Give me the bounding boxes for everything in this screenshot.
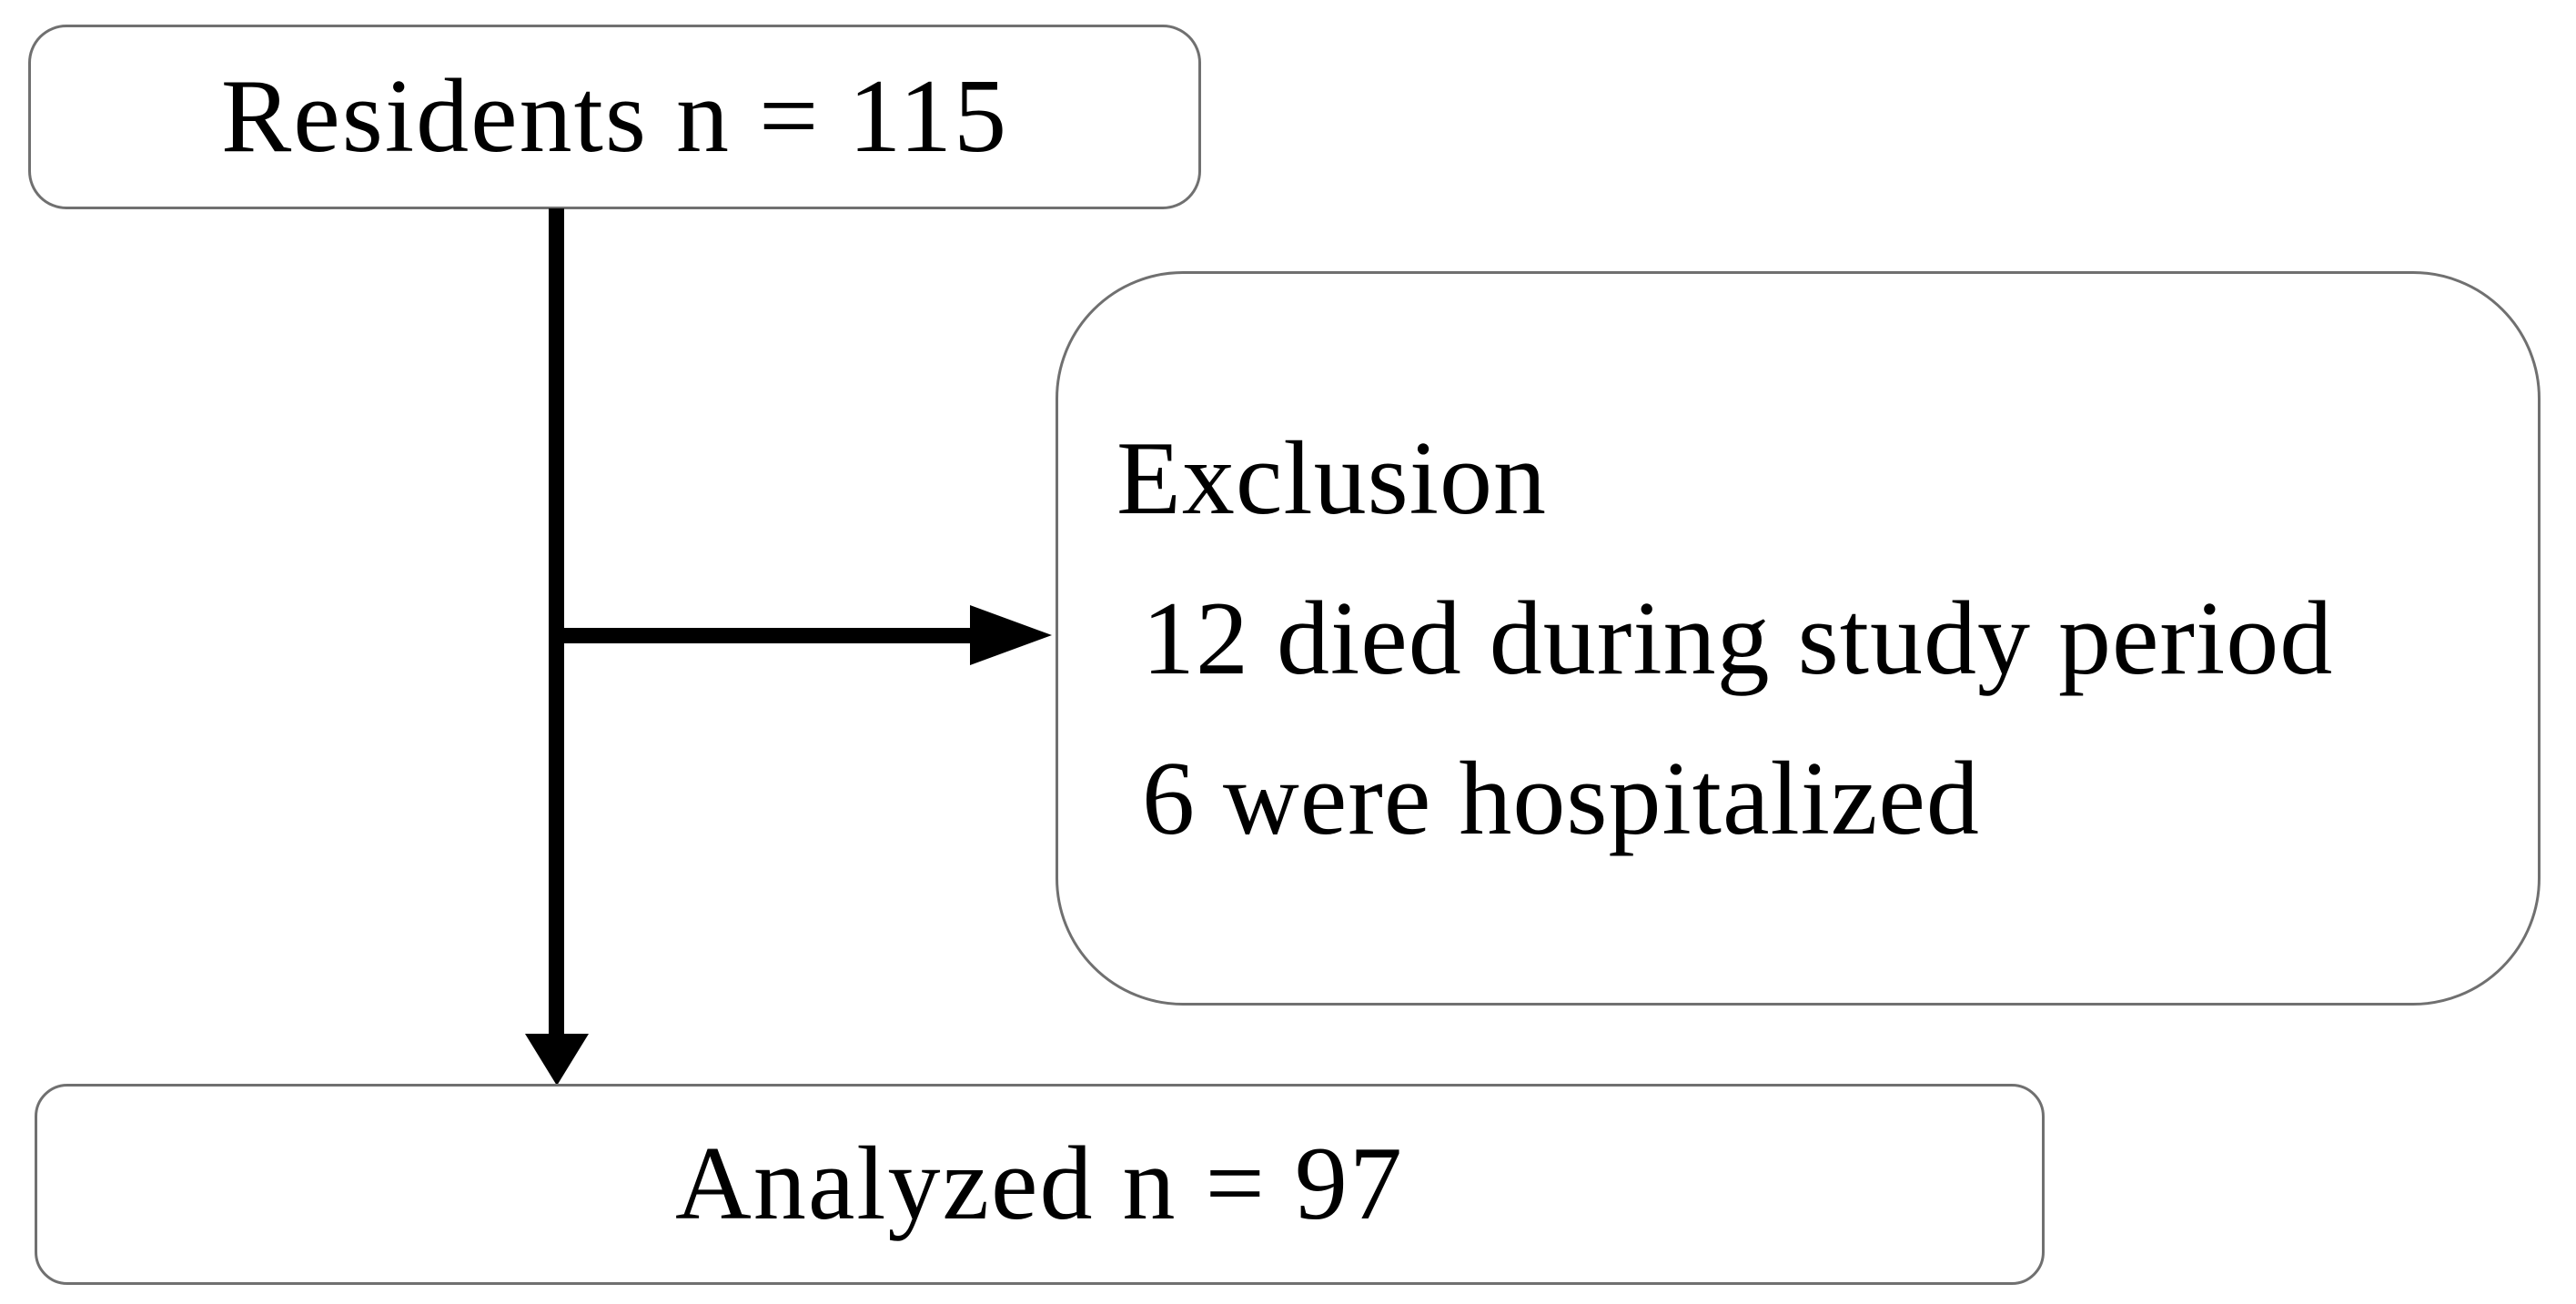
exclusion-item-hospitalized: 6 were hospitalized: [1142, 740, 1980, 857]
residents-box: Residents n = 115: [28, 25, 1201, 209]
exclusion-item-died: 12 died during study period: [1142, 580, 2334, 697]
residents-label: Residents n = 115: [220, 58, 1009, 175]
analyzed-box: Analyzed n = 97: [35, 1084, 2045, 1285]
exclusion-content: Exclusion 12 died during study period 6 …: [1116, 399, 2333, 879]
arrow-right-icon: [970, 605, 1052, 665]
arrow-down-icon: [525, 1034, 589, 1086]
flow-line-horizontal: [549, 628, 972, 643]
exclusion-title: Exclusion: [1116, 420, 1547, 537]
flow-line-vertical: [549, 208, 564, 1037]
analyzed-label: Analyzed n = 97: [675, 1126, 1404, 1242]
exclusion-box: Exclusion 12 died during study period 6 …: [1056, 271, 2541, 1006]
